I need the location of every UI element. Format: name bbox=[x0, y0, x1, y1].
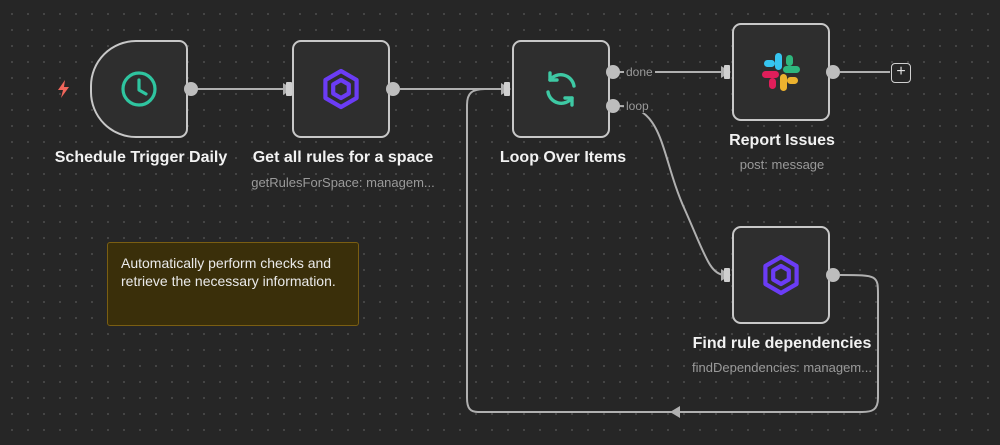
edge-loop-loop-to-finddeps bbox=[618, 105, 726, 276]
node-loop-over-items[interactable] bbox=[512, 40, 610, 138]
node-schedule-trigger[interactable] bbox=[90, 40, 188, 138]
output-port-schedule[interactable] bbox=[184, 82, 198, 96]
add-node-button[interactable]: + bbox=[891, 63, 911, 83]
node-subtitle-find-deps: findDependencies: managem... bbox=[692, 360, 872, 375]
lightning-bolt-icon bbox=[58, 80, 69, 98]
node-title-find-deps: Find rule dependencies bbox=[692, 335, 872, 352]
input-port bbox=[724, 65, 730, 79]
edge-label-done: done bbox=[624, 65, 655, 79]
node-title-report: Report Issues bbox=[729, 132, 835, 149]
node-find-rule-dependencies[interactable] bbox=[732, 226, 830, 324]
node-subtitle-report: post: message bbox=[739, 157, 825, 172]
edge-arrow bbox=[670, 406, 680, 418]
node-title-loop: Loop Over Items bbox=[499, 149, 627, 166]
output-port-find-deps[interactable] bbox=[826, 268, 840, 282]
hexagon-icon bbox=[320, 68, 362, 110]
input-port bbox=[286, 82, 292, 96]
output-port-loop-loop[interactable] bbox=[606, 99, 620, 113]
output-port-get-rules[interactable] bbox=[386, 82, 400, 96]
hexagon-icon bbox=[760, 254, 802, 296]
refresh-icon bbox=[541, 69, 581, 109]
sticky-note[interactable]: Automatically perform checks and retriev… bbox=[107, 242, 359, 326]
slack-icon bbox=[759, 50, 803, 94]
sticky-note-text: Automatically perform checks and retriev… bbox=[121, 255, 336, 289]
node-get-all-rules[interactable] bbox=[292, 40, 390, 138]
node-report-issues[interactable] bbox=[732, 23, 830, 121]
node-title-get-rules: Get all rules for a space bbox=[252, 149, 434, 166]
node-title-schedule: Schedule Trigger Daily bbox=[54, 149, 228, 166]
edge-label-loop: loop bbox=[624, 99, 651, 113]
clock-icon bbox=[119, 69, 159, 109]
output-port-loop-done[interactable] bbox=[606, 65, 620, 79]
input-port bbox=[504, 82, 510, 96]
output-port-report[interactable] bbox=[826, 65, 840, 79]
node-subtitle-get-rules: getRulesForSpace: managem... bbox=[251, 175, 435, 190]
input-port bbox=[724, 268, 730, 282]
